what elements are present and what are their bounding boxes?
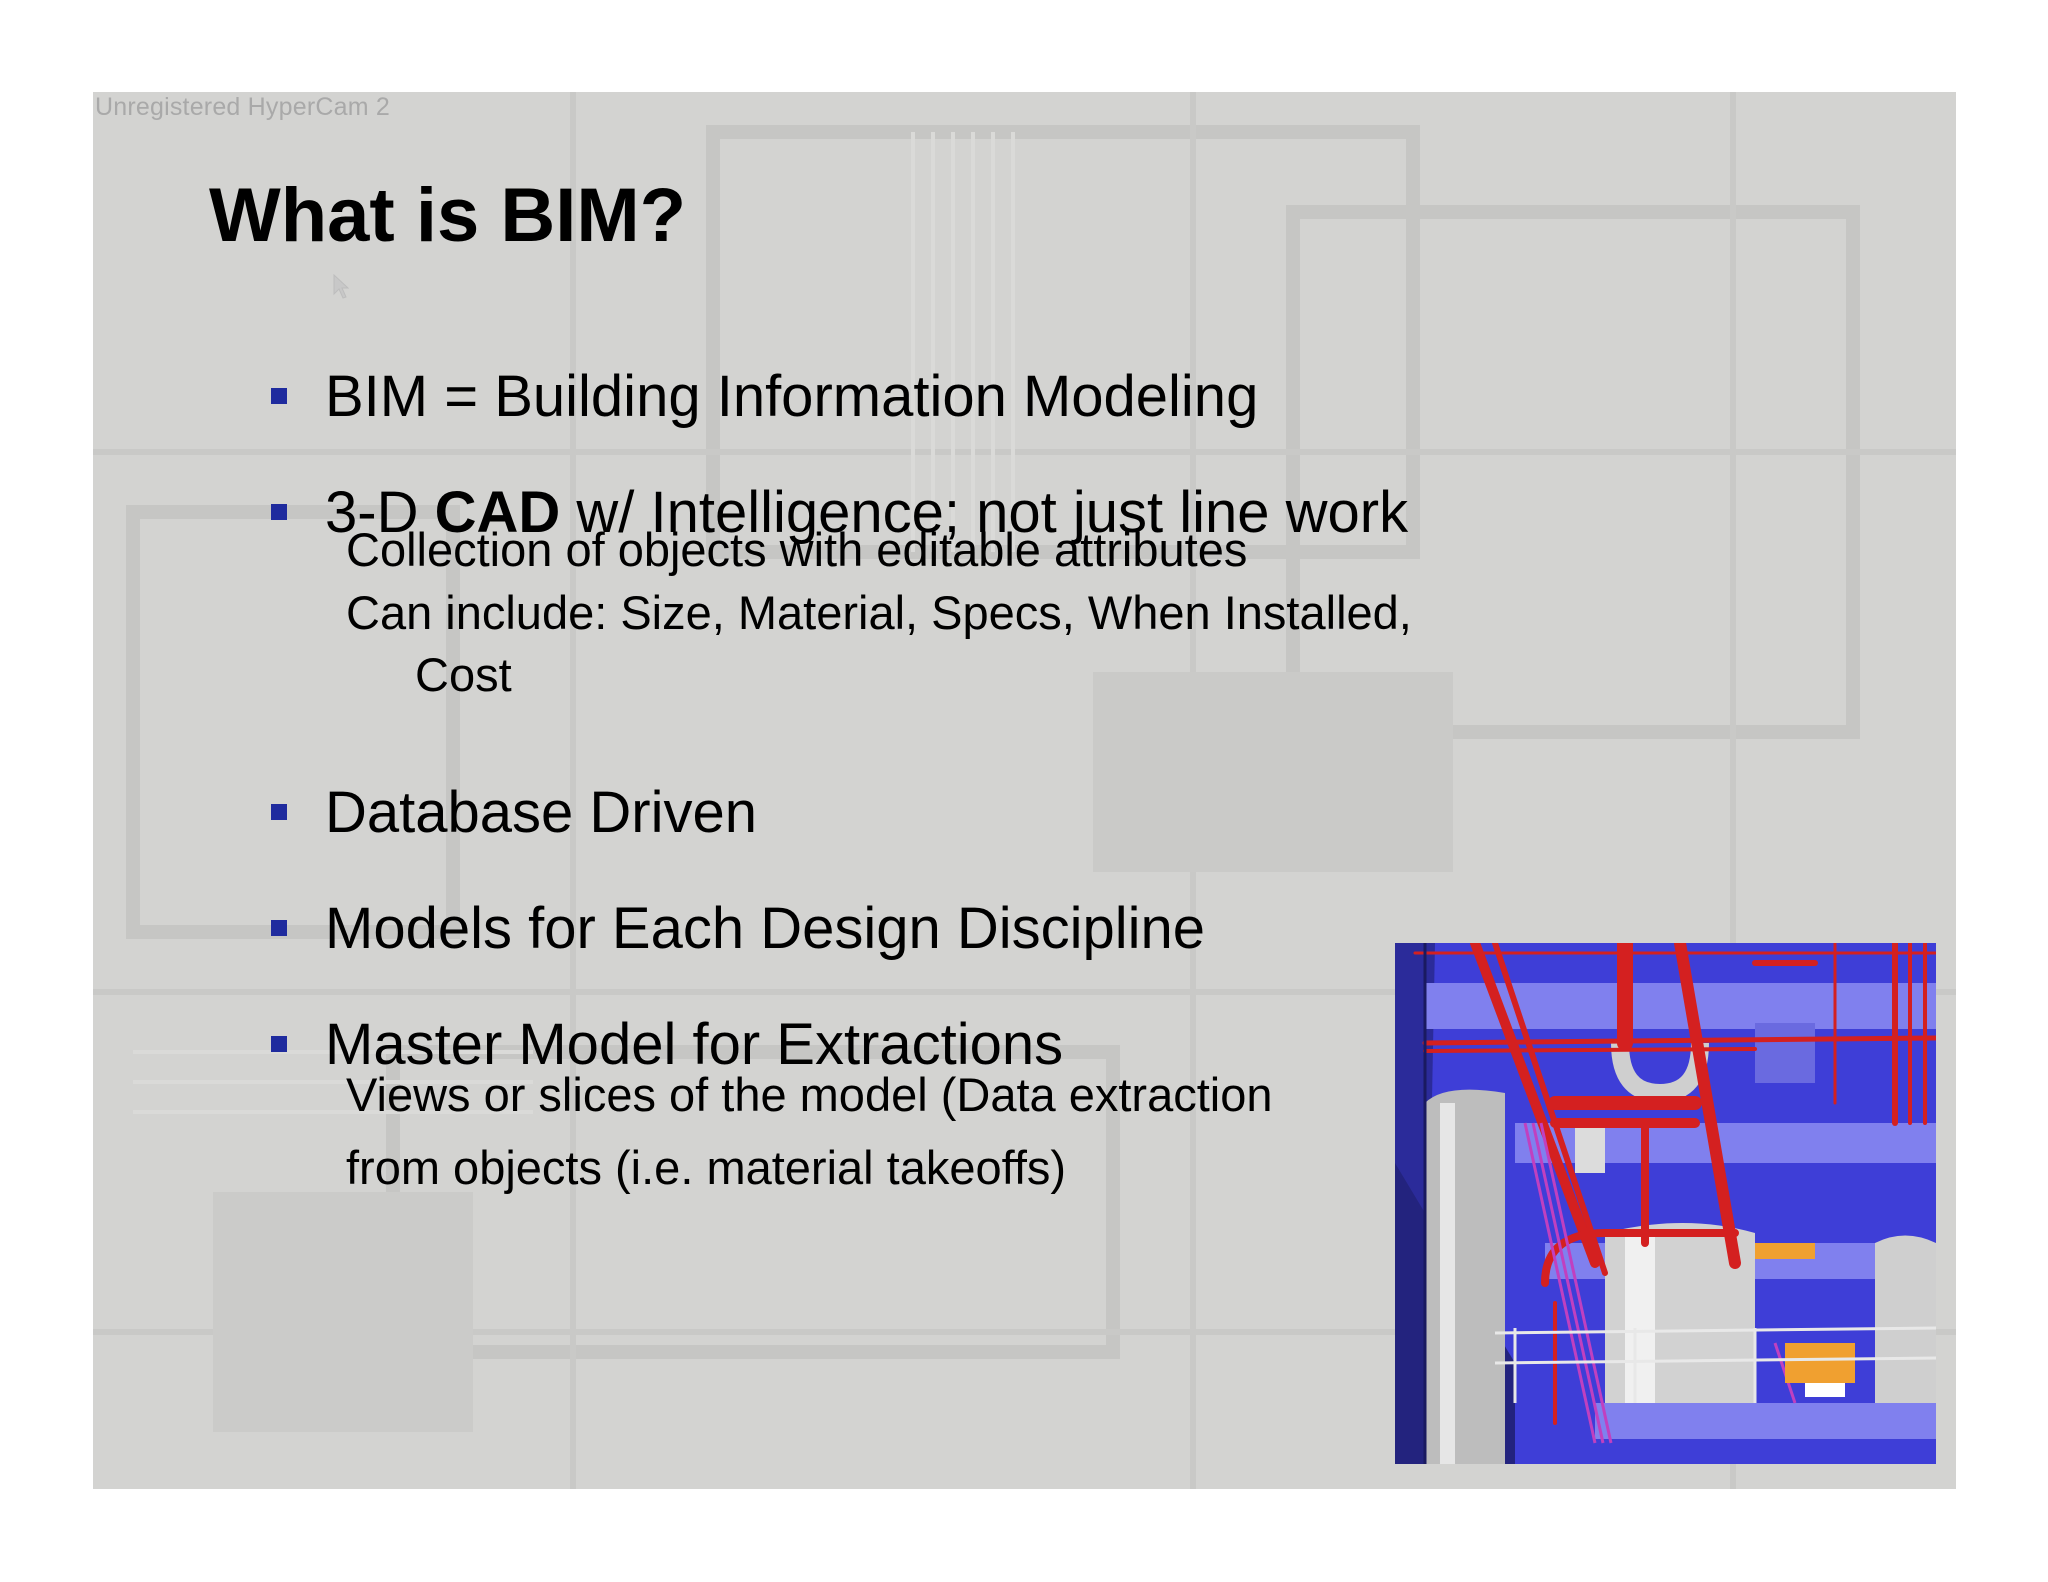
- sub-item-views-slices: Views or slices of the model (Data extra…: [346, 1068, 1273, 1121]
- bullet-square-icon: [271, 388, 287, 404]
- bullet-text: Master Model for Extractions: [325, 1011, 1064, 1077]
- bullet-text-post: w/ Intelligence; not just line work: [560, 479, 1409, 545]
- bullet-item-models-discipline: Models for Each Design Discipline: [271, 888, 1205, 968]
- bullet-square-icon: [271, 1036, 287, 1052]
- mouse-cursor-icon: [333, 274, 349, 299]
- bullet-text-pre: 3-D: [325, 479, 435, 545]
- sub-item-cost: Cost: [415, 648, 512, 701]
- slide: Unregistered HyperCam 2 What is BIM? BIM…: [93, 92, 1956, 1489]
- bim-3d-model-render-icon: [1395, 943, 1936, 1464]
- sub-item-from-objects: from objects (i.e. material takeoffs): [346, 1141, 1067, 1194]
- bullet-text: Database Driven: [325, 779, 757, 845]
- sub-item-collection: Collection of objects with editable attr…: [346, 523, 1248, 576]
- bullet-item-database-driven: Database Driven: [271, 772, 757, 852]
- bullet-text: 3-D CAD w/ Intelligence; not just line w…: [325, 479, 1408, 546]
- bullet-square-icon: [271, 804, 287, 820]
- sub-item-can-include: Can include: Size, Material, Specs, When…: [346, 586, 1412, 639]
- watermark-text: Unregistered HyperCam 2: [95, 93, 390, 121]
- bullet-item-bim-definition: BIM = Building Information Modeling: [271, 356, 1258, 436]
- bullet-text: Models for Each Design Discipline: [325, 895, 1206, 961]
- bullet-item-master-model: Master Model for Extractions: [271, 1004, 1063, 1084]
- bullet-text-bold: CAD: [434, 479, 561, 545]
- slide-title: What is BIM?: [209, 173, 687, 258]
- bullet-square-icon: [271, 920, 287, 936]
- bullet-square-icon: [271, 504, 287, 520]
- bullet-text: BIM = Building Information Modeling: [325, 363, 1259, 429]
- bullet-item-3d-cad: 3-D CAD w/ Intelligence; not just line w…: [271, 472, 1408, 552]
